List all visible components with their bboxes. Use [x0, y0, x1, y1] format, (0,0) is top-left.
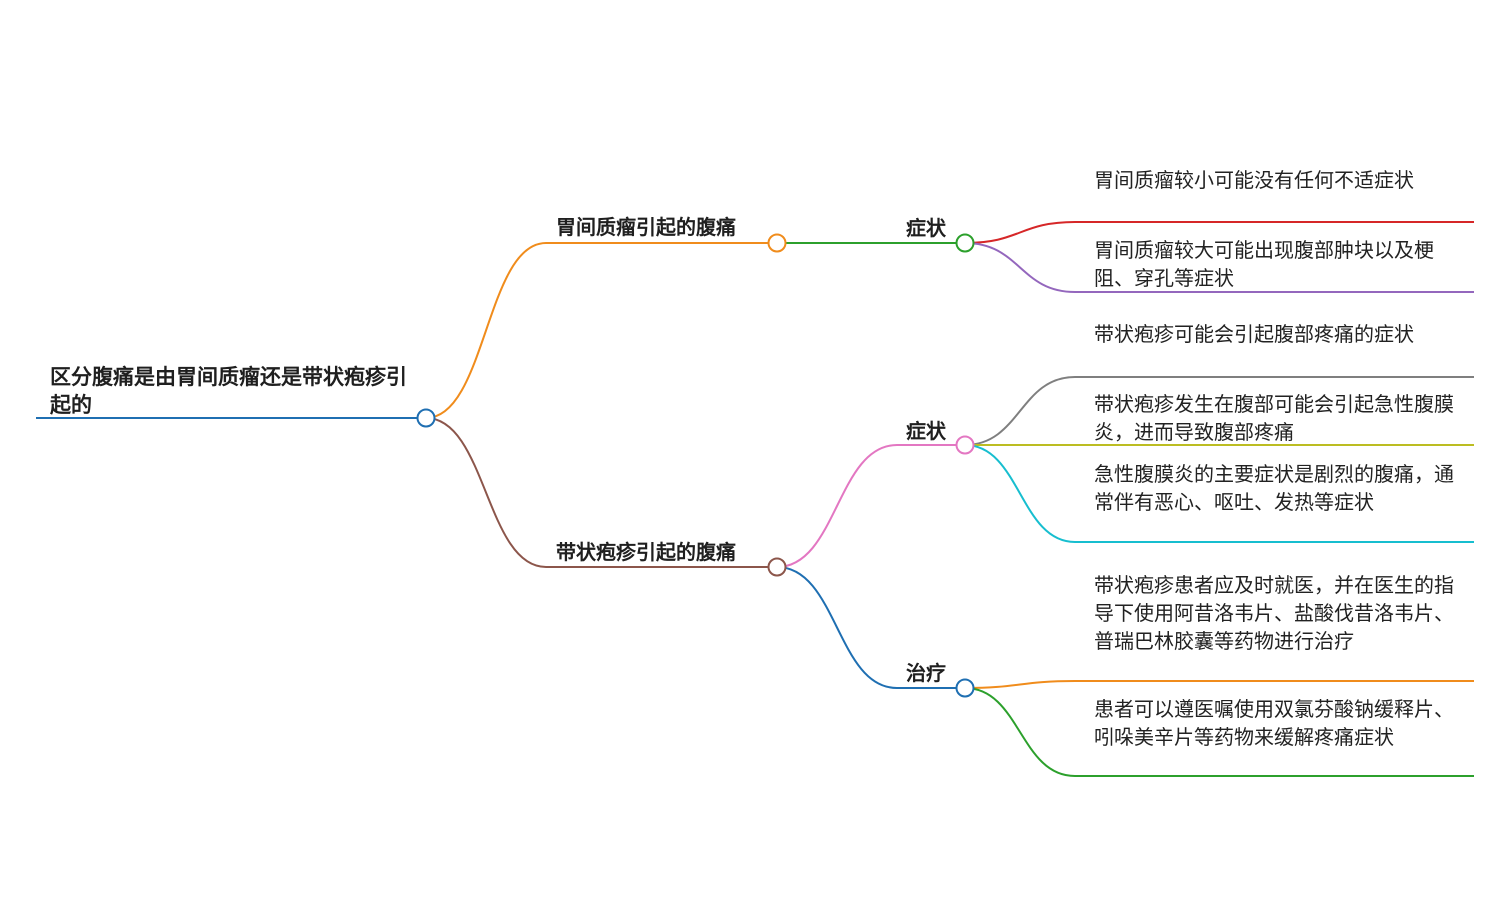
branch-herpes[interactable]: 带状疱疹引起的腹痛 — [556, 540, 736, 564]
root-topic[interactable]: 区分腹痛是由胃间质瘤还是带状疱疹引起的 — [50, 365, 407, 417]
herpes-symptom-leaf-3[interactable]: 急性腹膜炎的主要症状是剧烈的腹痛，通常伴有恶心、呕吐、发热等症状 — [1094, 462, 1454, 514]
root-node-dot[interactable] — [416, 408, 436, 428]
link-root-gist — [425, 242, 769, 419]
herpes-treatment-label[interactable]: 治疗 — [906, 661, 946, 685]
link-herpes-symptom-leaf-1 — [964, 376, 1474, 446]
gist-symptom-leaf-2[interactable]: 胃间质瘤较大可能出现腹部肿块以及梗阻、穿孔等症状 — [1094, 238, 1434, 290]
herpes-symptom-leaf-1[interactable]: 带状疱疹可能会引起腹部疼痛的症状 — [1094, 322, 1414, 346]
gist-symptom-label[interactable]: 症状 — [906, 216, 946, 240]
link-root-herpes — [425, 417, 769, 568]
herpes-treatment-node-dot[interactable] — [955, 678, 975, 698]
link-herpes-treatment — [776, 566, 957, 689]
gist-node-dot[interactable] — [767, 233, 787, 253]
link-herpes-symptom — [776, 444, 957, 568]
gist-symptom-leaf-1[interactable]: 胃间质瘤较小可能没有任何不适症状 — [1094, 168, 1414, 192]
herpes-symptom-node-dot[interactable] — [955, 435, 975, 455]
herpes-node-dot[interactable] — [767, 557, 787, 577]
link-gist-symptom-leaf-1 — [964, 221, 1474, 244]
link-herpes-treatment-leaf-1 — [964, 680, 1474, 689]
link-herpes-treatment-leaf-2 — [964, 687, 1474, 777]
herpes-treatment-leaf-1[interactable]: 带状疱疹患者应及时就医，并在医生的指导下使用阿昔洛韦片、盐酸伐昔洛韦片、普瑞巴林… — [1094, 573, 1454, 653]
gist-symptom-node-dot[interactable] — [955, 233, 975, 253]
link-gist-symptom-leaf-2 — [964, 242, 1474, 293]
herpes-symptom-leaf-2[interactable]: 带状疱疹发生在腹部可能会引起急性腹膜炎，进而导致腹部疼痛 — [1094, 392, 1454, 444]
herpes-symptom-label[interactable]: 症状 — [906, 419, 946, 443]
branch-gist[interactable]: 胃间质瘤引起的腹痛 — [556, 215, 736, 239]
link-herpes-symptom-leaf-3 — [964, 444, 1474, 543]
herpes-treatment-leaf-2[interactable]: 患者可以遵医嘱使用双氯芬酸钠缓释片、吲哚美辛片等药物来缓解疼痛症状 — [1094, 697, 1454, 749]
